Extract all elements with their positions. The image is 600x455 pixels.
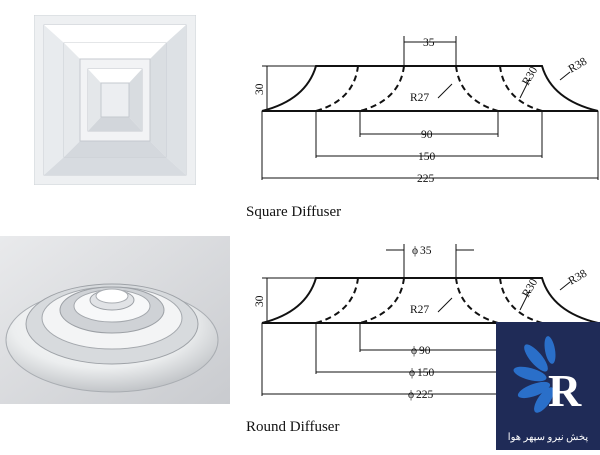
company-logo: R پخش نیرو سپهر هوا — [496, 322, 600, 450]
dim-inner-radius-round: R27 — [410, 304, 429, 316]
dim-outer-radius: R38 — [567, 55, 590, 75]
square-diffuser-drawing: 35 30 R27 R30 R38 90 150 225 — [254, 36, 599, 185]
dim-mid-radius-round: R30 — [520, 277, 540, 300]
round-hidden-lines — [315, 277, 543, 324]
round-diffuser-photo — [0, 236, 230, 404]
dim-inner-radius: R27 — [410, 92, 429, 104]
dim-overall-diameter-symbol: ϕ — [408, 389, 414, 401]
dim-mid-diameter-symbol: ϕ — [409, 367, 415, 379]
dim-inner-diameter: 90 — [419, 345, 431, 357]
dim-outer-radius-round: R38 — [567, 267, 590, 287]
square-profile-outline — [261, 65, 599, 112]
logo-letter-icon: R — [548, 365, 582, 416]
caption-round-diffuser: Round Diffuser — [246, 419, 340, 435]
dim-height-round: 30 — [254, 295, 266, 307]
round-profile-outline — [261, 277, 599, 324]
square-diffuser-photo — [34, 15, 196, 185]
dim-mid-width: 150 — [418, 151, 436, 163]
dim-inner-width: 90 — [421, 129, 433, 141]
dim-height: 30 — [254, 83, 266, 95]
dim-top-diameter: 35 — [420, 245, 432, 257]
flower-icon — [513, 336, 556, 413]
dim-top-diameter-symbol: ϕ — [412, 245, 418, 257]
dim-overall-width: 225 — [417, 173, 435, 185]
dim-top-width: 35 — [423, 37, 435, 49]
dim-mid-radius: R30 — [520, 65, 540, 88]
caption-square-diffuser: Square Diffuser — [246, 204, 342, 220]
logo-text: پخش نیرو سپهر هوا — [508, 432, 589, 443]
dim-mid-diameter: 150 — [417, 367, 435, 379]
dim-inner-diameter-symbol: ϕ — [411, 345, 417, 357]
square-hidden-lines — [315, 65, 543, 112]
round-diffuser-drawing: ϕ 35 30 R27 R30 R38 ϕ 90 ϕ 150 ϕ 225 — [254, 244, 599, 401]
dim-overall-diameter: 225 — [416, 389, 434, 401]
